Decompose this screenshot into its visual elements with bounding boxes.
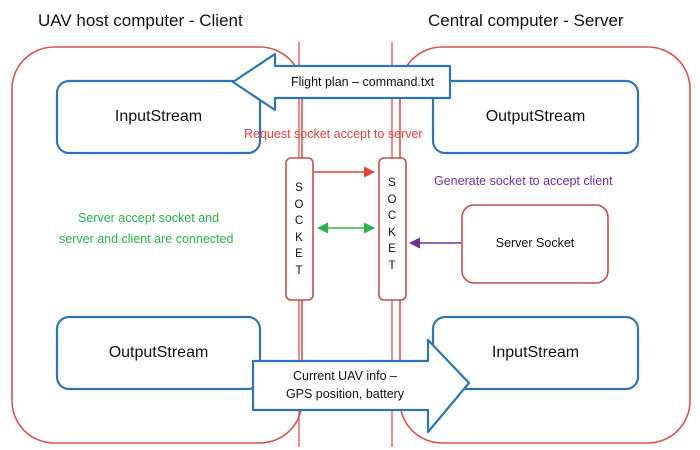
socket-letter: K [388,226,396,239]
server-title: Central computer - Server [428,11,624,30]
accept-note-line1: Server accept socket and [78,211,220,225]
socket-letter: S [295,182,303,194]
socket-letter: E [295,248,303,260]
socket-letter: E [388,243,396,255]
flight-plan-arrow [231,52,452,112]
client-socket-label: S O C K E T [286,180,312,279]
server-outputstream-label: OutputStream [485,108,586,125]
client-outputstream-label: OutputStream [108,344,209,361]
request-note: Request socket accept to server [244,127,423,141]
generate-note: Generate socket to accept client [434,174,613,188]
client-outputstream-box [55,315,262,391]
uav-info-label-line1: Current UAV info – [293,369,397,383]
uav-info-label-line2: GPS position, battery [285,387,405,401]
client-inputstream-box [55,79,262,155]
server-inputstream-label: InputStream [491,344,580,361]
socket-letter: O [294,198,304,211]
socket-letter: O [387,193,397,206]
server-socket-label: Server Socket [495,236,575,250]
flight-plan-label: Flight plan – command.txt [290,75,435,89]
socket-letter: S [388,177,396,189]
client-title: UAV host computer - Client [38,11,243,30]
client-inputstream-label: InputStream [114,108,203,125]
socket-letter: T [388,259,396,272]
accept-note-line2: server and client are connected [59,232,234,246]
server-socket-box [461,204,609,284]
server-socket-column-box [378,157,407,301]
socket-letter: C [294,215,304,227]
socket-letter: K [295,231,303,244]
server-outputstream-box [431,79,640,155]
server-socket-column-label: S O C K E T [379,175,405,274]
socket-letter: T [295,264,303,277]
uav-info-arrow [251,338,471,434]
client-socket-box [285,157,314,301]
socket-letter: C [387,210,397,222]
